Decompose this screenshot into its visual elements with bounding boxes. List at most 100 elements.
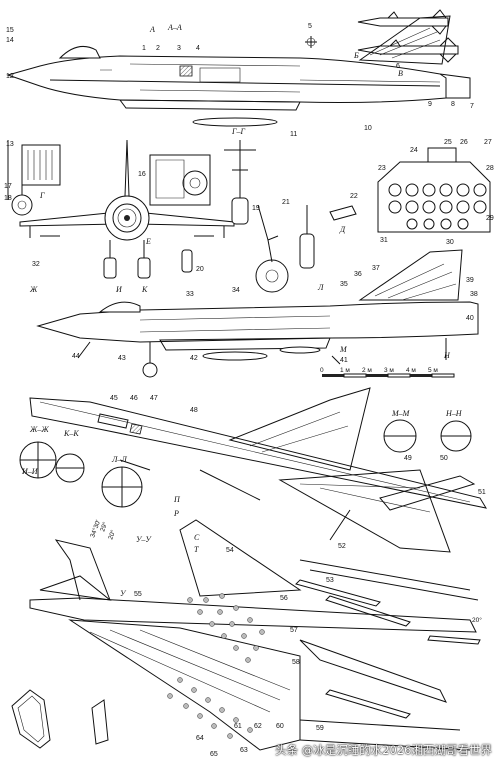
callout-19: 19 xyxy=(252,205,260,212)
top-side-view xyxy=(6,15,471,127)
angle-sweep: 20° xyxy=(472,616,482,624)
second-side-view xyxy=(36,249,479,378)
section-e: Е xyxy=(145,237,151,246)
section-g: Г xyxy=(39,191,45,200)
scale-tick-2: 2 м xyxy=(362,367,372,374)
section-kk: К–К xyxy=(63,429,79,438)
section-gg: Г–Г xyxy=(231,127,246,136)
section-views xyxy=(19,419,472,508)
callout-45: 45 xyxy=(110,395,118,402)
callout-34: 34 xyxy=(232,287,240,294)
callout-49: 49 xyxy=(404,455,412,462)
section-r: Р xyxy=(173,509,179,518)
callout-41: 41 xyxy=(340,357,348,364)
plan-view-lower xyxy=(29,519,479,751)
angle-c: 20° xyxy=(106,528,117,540)
rivet-pattern xyxy=(167,593,265,739)
callout-30: 30 xyxy=(446,239,454,246)
callout-54: 54 xyxy=(226,547,234,554)
callout-39: 39 xyxy=(466,277,474,284)
section-a: А xyxy=(149,25,155,34)
callout-26: 26 xyxy=(460,139,468,146)
section-n: Н xyxy=(443,351,451,360)
callout-11: 11 xyxy=(290,131,297,138)
instrument-panel xyxy=(377,147,491,233)
callout-63: 63 xyxy=(240,747,248,754)
callout-47: 47 xyxy=(150,395,158,402)
callout-20: 20 xyxy=(196,266,204,273)
main-gear-articulated xyxy=(255,204,357,293)
callout-15: 15 xyxy=(6,27,14,34)
scale-tick-5: 5 м xyxy=(428,367,438,374)
callout-labels: 1 2 3 4 5 6 7 8 9 10 11 12 13 14 15 16 1… xyxy=(4,23,494,758)
section-zh: Ж xyxy=(29,285,38,294)
callout-7: 7 xyxy=(470,103,474,110)
section-uu: У–У xyxy=(136,535,152,544)
front-view xyxy=(19,139,235,279)
callout-8: 8 xyxy=(451,101,455,108)
callout-25: 25 xyxy=(444,139,452,146)
callout-29: 29 xyxy=(486,215,494,222)
section-v: В xyxy=(398,69,403,78)
callout-2: 2 xyxy=(156,45,160,52)
callout-58: 58 xyxy=(292,659,300,666)
section-u: У xyxy=(120,589,127,598)
section-t: Т xyxy=(194,545,199,554)
watermark: 头条 @冰是沉睡的水2026湘西湖哥看世界 xyxy=(275,743,492,757)
callout-22: 22 xyxy=(350,193,358,200)
callout-4: 4 xyxy=(196,45,200,52)
callout-6: 6 xyxy=(396,63,400,70)
callout-65: 65 xyxy=(210,751,218,758)
callout-9: 9 xyxy=(428,101,432,108)
section-b: Б xyxy=(353,51,359,60)
angle-b: 29° xyxy=(98,520,109,532)
callout-43: 43 xyxy=(118,355,126,362)
scale-bar-labels: 0 1 м 2 м 3 м 4 м 5 м xyxy=(320,367,438,374)
callout-42: 42 xyxy=(190,355,198,362)
section-zhzh: Ж–Ж xyxy=(29,425,49,434)
callout-64: 64 xyxy=(196,735,204,742)
callout-18: 18 xyxy=(4,195,12,202)
callout-33: 33 xyxy=(186,291,194,298)
section-m: М xyxy=(339,345,348,354)
missile-drawings xyxy=(305,9,459,63)
callout-35: 35 xyxy=(340,281,348,288)
callout-48: 48 xyxy=(190,407,198,414)
section-k: К xyxy=(141,285,148,294)
callout-12: 12 xyxy=(6,73,14,80)
callout-31: 31 xyxy=(380,237,388,244)
callout-51: 51 xyxy=(478,489,486,496)
callout-38: 38 xyxy=(470,291,478,298)
section-i: И xyxy=(115,285,123,294)
section-ii: И–И xyxy=(21,467,39,476)
callout-14: 14 xyxy=(6,37,14,44)
scale-tick-1: 1 м xyxy=(340,367,350,374)
callout-16: 16 xyxy=(138,171,146,178)
section-s: С xyxy=(194,533,200,542)
scale-tick-0: 0 xyxy=(320,367,324,374)
callout-44: 44 xyxy=(72,353,80,360)
callout-36: 36 xyxy=(354,271,362,278)
callout-60: 60 xyxy=(276,723,284,730)
callout-5: 5 xyxy=(308,23,312,30)
section-mm: М–М xyxy=(391,409,411,418)
plan-view-upper xyxy=(29,387,488,553)
main-gear-detail xyxy=(7,140,61,216)
section-letter-labels: А–А А Б В Г–Г Г Д Е Ж И К Л Н М М–М Н–Н … xyxy=(21,23,463,598)
cockpit-frame-detail xyxy=(11,689,109,749)
section-l: Л xyxy=(317,283,324,292)
callout-46: 46 xyxy=(130,395,138,402)
callout-57: 57 xyxy=(290,627,298,634)
callout-21: 21 xyxy=(282,199,290,206)
callout-61: 61 xyxy=(234,723,242,730)
callout-53: 53 xyxy=(326,577,334,584)
callout-37: 37 xyxy=(372,265,380,272)
callout-55: 55 xyxy=(134,591,142,598)
callout-50: 50 xyxy=(440,455,448,462)
callout-27: 27 xyxy=(484,139,492,146)
callout-28: 28 xyxy=(486,165,494,172)
scale-tick-3: 3 м xyxy=(384,367,394,374)
nose-gear-detail xyxy=(224,140,256,225)
callout-3: 3 xyxy=(177,45,181,52)
